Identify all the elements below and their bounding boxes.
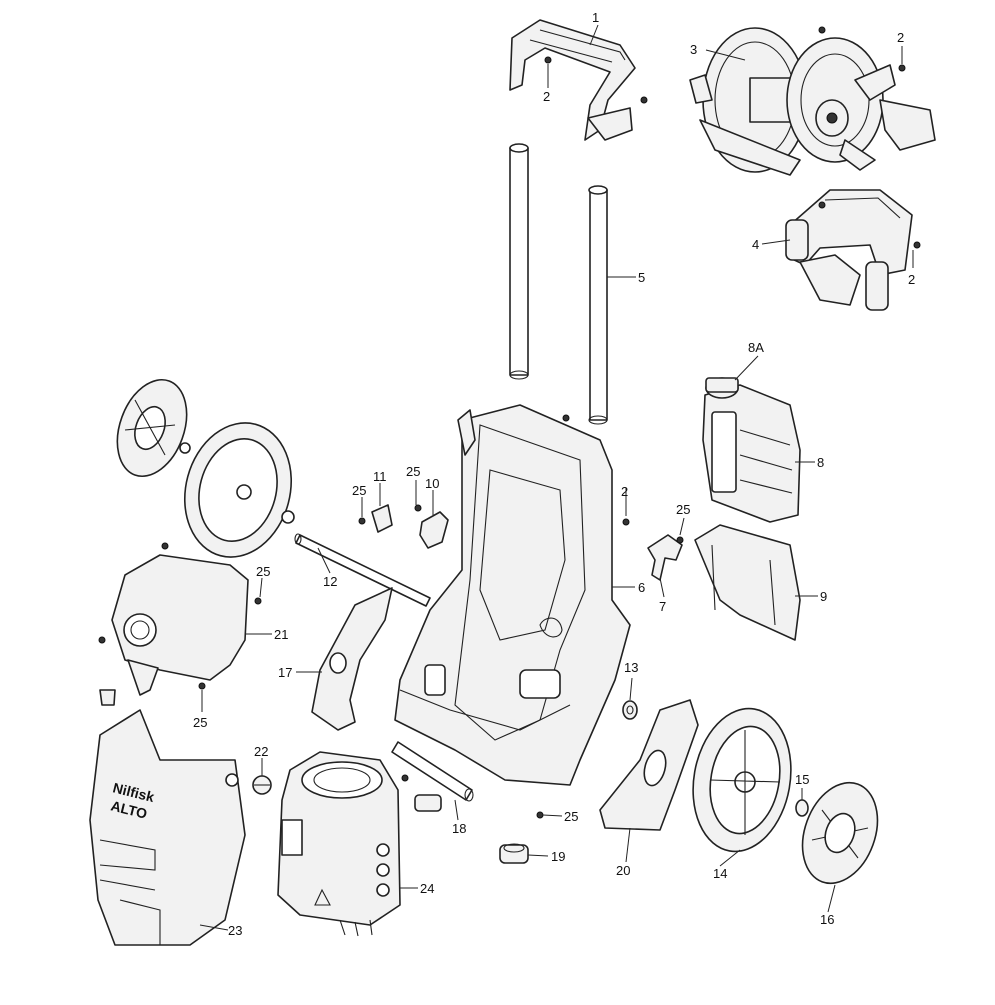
part-12-axle <box>294 533 431 607</box>
part-13-washer <box>622 700 638 720</box>
label-13: 13 <box>624 660 638 675</box>
label-17: 17 <box>278 665 292 680</box>
screws <box>98 26 921 819</box>
label-6: 6 <box>638 580 645 595</box>
label-7: 7 <box>659 599 666 614</box>
label-2-handle: 2 <box>543 89 550 104</box>
label-2-reel: 2 <box>897 30 904 45</box>
label-9: 9 <box>820 589 827 604</box>
label-10: 10 <box>425 476 439 491</box>
part-22-knob <box>252 775 272 795</box>
label-3: 3 <box>690 42 697 57</box>
part-10-clip <box>419 511 449 549</box>
label-2-frame: 2 <box>621 484 628 499</box>
label-2-holder: 2 <box>908 272 915 287</box>
part-15-washer <box>795 799 809 817</box>
part-20-right-bracket <box>599 699 699 831</box>
label-23: 23 <box>228 923 242 938</box>
label-11: 11 <box>373 469 387 484</box>
label-5: 5 <box>638 270 645 285</box>
label-20: 20 <box>616 863 630 878</box>
label-19: 19 <box>551 849 565 864</box>
part-23-front-cover: Nilfisk ALTO <box>89 689 246 946</box>
part-labels: 1 2 3 2 4 2 5 8A 8 9 2 25 6 7 10 11 25 2… <box>193 10 915 938</box>
part-4-hose-holder <box>785 189 913 311</box>
label-15: 15 <box>795 772 809 787</box>
label-1: 1 <box>592 10 599 25</box>
label-4: 4 <box>752 237 759 252</box>
part-17-bracket <box>311 587 393 731</box>
label-25-clip7: 25 <box>676 502 690 517</box>
label-8: 8 <box>817 455 824 470</box>
label-14: 14 <box>713 866 727 881</box>
leader-lines <box>199 24 914 931</box>
part-6-main-frame <box>394 404 631 786</box>
label-25-clip11: 25 <box>352 483 366 498</box>
part-7-clip <box>647 534 683 581</box>
label-21: 21 <box>274 627 288 642</box>
part-14-wheel-left <box>179 422 295 558</box>
label-25-clip10: 25 <box>406 464 420 479</box>
part-16-hub-cap-right <box>801 781 879 885</box>
part-9-side-basket <box>694 524 801 641</box>
label-25-cover21-bottom: 25 <box>193 715 207 730</box>
label-25-cover21: 25 <box>256 564 270 579</box>
part-24-motor-housing <box>277 751 401 937</box>
part-16-hub-cap-left <box>116 378 188 478</box>
label-25-base: 25 <box>564 809 578 824</box>
label-8a: 8A <box>748 340 764 355</box>
part-14-wheel-right <box>692 707 792 853</box>
label-22: 22 <box>254 744 268 759</box>
label-24: 24 <box>420 881 434 896</box>
part-3-hose-reel <box>689 27 936 176</box>
label-16: 16 <box>820 912 834 927</box>
part-8-oil-bottle <box>702 377 801 523</box>
part-19-nut <box>414 794 529 864</box>
label-18: 18 <box>452 821 466 836</box>
part-21-rear-cover <box>111 554 249 696</box>
part-18-rod <box>391 741 474 802</box>
part-1-handle <box>509 19 636 141</box>
label-12: 12 <box>323 574 337 589</box>
part-11-clip <box>371 504 393 533</box>
part-5-tubes <box>509 143 608 425</box>
